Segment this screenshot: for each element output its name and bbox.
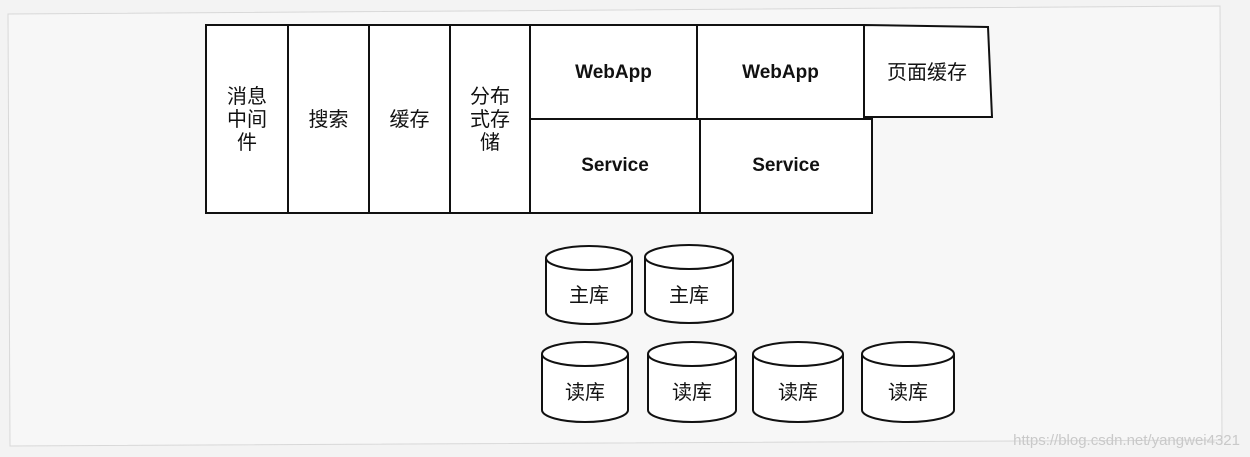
service-1-label: Service: [581, 155, 649, 176]
read-db-label: 读库: [565, 380, 605, 404]
read-db-label: 读库: [778, 380, 818, 404]
read-db-group: [541, 341, 955, 423]
master-db-label: 主库: [569, 283, 609, 307]
read-db-label: 读库: [672, 380, 712, 404]
service-grid: [205, 23, 994, 214]
box-distributed-storage: [449, 24, 531, 214]
box-cache: [368, 24, 451, 214]
master-db-group: [545, 244, 734, 325]
read-db-label: 读库: [888, 380, 928, 404]
box-page-cache: [863, 23, 994, 118]
read-db-cylinder: [647, 341, 737, 423]
webapp-2-label: WebApp: [742, 62, 819, 83]
box-search: [287, 24, 370, 214]
master-db-label: 主库: [669, 283, 709, 307]
webapp-1-label: WebApp: [575, 62, 652, 83]
box-service-1: [529, 118, 701, 214]
box-service-2: [699, 118, 873, 214]
box-webapp-1: [529, 24, 698, 120]
read-db-cylinder: [861, 341, 955, 423]
read-db-cylinder: [541, 341, 629, 423]
read-db-cylinder: [752, 341, 844, 423]
search-label: 搜索: [308, 107, 349, 131]
master-db-cylinder: [644, 244, 734, 324]
master-db-cylinder: [545, 245, 633, 325]
cache-label: 缓存: [389, 107, 430, 131]
box-message-middleware: [205, 24, 289, 214]
page-cache-label: 页面缓存: [887, 60, 967, 84]
service-2-label: Service: [752, 155, 820, 176]
distributed-storage-label: 分布 式存 储: [470, 84, 510, 154]
watermark-url: https://blog.csdn.net/yangwei4321: [1013, 432, 1240, 449]
box-webapp-2: [696, 24, 865, 120]
message-middleware-label: 消息 中间 件: [227, 84, 267, 154]
